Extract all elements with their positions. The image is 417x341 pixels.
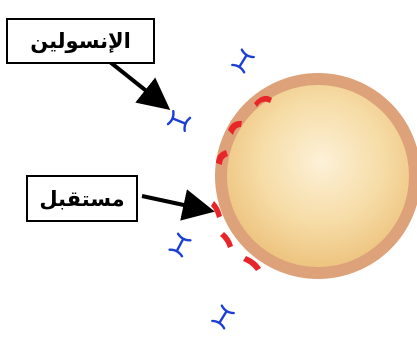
insulin-label-box: الإنسولين (6, 18, 155, 64)
receptor-site (228, 120, 242, 135)
insulin-molecule-icon (231, 48, 255, 74)
receptor-arrow-icon (141, 189, 215, 221)
receptor-label-box: مستقبل (26, 175, 138, 222)
receptor-sites (211, 95, 272, 271)
insulin-molecule-icon (211, 304, 235, 330)
insulin-molecules (166, 48, 255, 330)
receptor-site (216, 150, 228, 165)
cell-body (227, 85, 409, 267)
receptor-site (220, 232, 233, 248)
cell-icon (215, 73, 417, 279)
receptor-label: مستقبل (39, 186, 125, 211)
receptor-site (243, 256, 261, 271)
receptor-site (254, 95, 272, 107)
insulin-molecule-icon (166, 109, 192, 133)
insulin-label: الإنسولين (30, 29, 131, 53)
insulin-molecule-icon (168, 232, 192, 258)
insulin-arrow-icon (108, 60, 171, 110)
